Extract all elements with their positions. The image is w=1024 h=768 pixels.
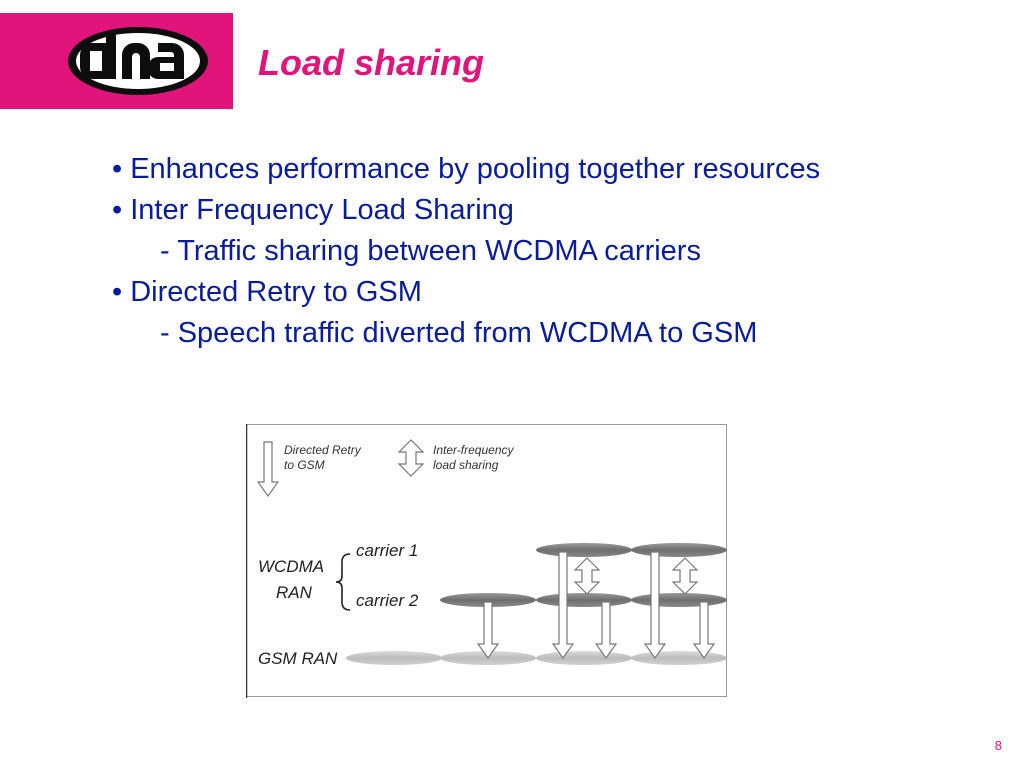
legend-load-sharing-line1: Inter-frequency [433,443,514,457]
bullet-item: • Directed Retry to GSM [112,276,422,308]
carrier1-label: carrier 1 [356,541,418,560]
slide-title: Load sharing [258,42,485,83]
directed-retry-arrow-icon [643,551,667,660]
load-sharing-arrow-icon [671,557,699,595]
gsm-cell [346,651,442,665]
carrier2-label: carrier 2 [356,591,419,610]
load-sharing-arrow-icon [573,557,601,595]
carrier1-cell [631,543,727,557]
carrier2-cell [631,593,727,607]
brand-logo [0,13,233,109]
wcdma-label-line1: WCDMA [258,557,324,576]
bullet-item: • Inter Frequency Load Sharing [112,194,514,226]
sub-bullet-item: - Traffic sharing between WCDMA carriers [160,235,701,267]
gsm-cell [631,651,727,665]
directed-retry-arrow-icon [594,601,618,660]
load-sharing-arrow-icon [397,439,425,477]
gsm-label: GSM RAN [258,649,338,668]
sub-bullet-item: - Speech traffic diverted from WCDMA to … [160,317,758,349]
wcdma-brace [335,553,351,611]
carrier2-cell [440,593,536,607]
carrier2-cell [536,593,632,607]
directed-retry-arrow-icon [476,601,500,660]
legend-directed-retry-line2: to GSM [284,458,325,472]
directed-retry-arrow-icon [692,601,716,660]
carrier1-cell [536,543,632,557]
legend-load-sharing-line2: load sharing [433,458,499,472]
directed-retry-arrow-icon [256,441,280,498]
bullet-list: • Enhances performance by pooling togeth… [112,149,1012,354]
page-number: 8 [994,738,1002,753]
dna-logo-icon [68,27,208,95]
gsm-cell [536,651,632,665]
directed-retry-arrow-icon [551,551,575,660]
legend-directed-retry-line1: Directed Retry [284,443,362,457]
bullet-item: • Enhances performance by pooling togeth… [112,153,821,185]
load-sharing-diagram: Directed Retry to GSM Inter-frequency lo… [246,424,727,698]
wcdma-label-line2: RAN [276,583,313,602]
